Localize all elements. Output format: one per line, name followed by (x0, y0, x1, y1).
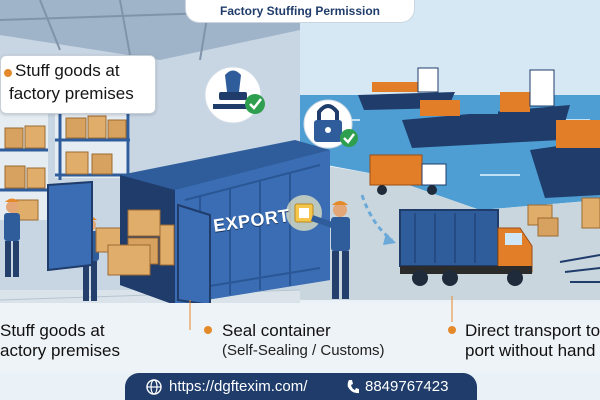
step-2-caption-line-1: Seal container (222, 321, 331, 340)
seal-tag-icon (286, 195, 322, 231)
step-1-caption: Stuff goods at actory premises (0, 321, 120, 361)
worker-figure (311, 201, 350, 299)
truck-icon (399, 209, 533, 286)
phone-number[interactable]: 8849767423 (365, 378, 449, 395)
step-3-caption-line-2: port without hand (465, 341, 596, 360)
step-1-line-2: factory premises (9, 84, 134, 103)
bullet-dot (448, 326, 456, 334)
step-3-caption-line-1: Direct transport to (465, 321, 600, 340)
step-1-callout-text: Stuff goods at factory premises (9, 59, 155, 105)
step-1-caption-line-1: Stuff goods at (0, 321, 105, 340)
step-callout: Stuff goods at factory premises (0, 55, 156, 114)
bullet-dot (204, 326, 212, 334)
step-3-caption: Direct transport to port without hand (465, 321, 600, 361)
padlock-icon (303, 99, 353, 149)
check-icon (340, 129, 358, 147)
step-1-caption-line-2: actory premises (0, 341, 120, 360)
check-icon (245, 94, 265, 114)
bullet-dot (4, 69, 12, 77)
step-2-caption-line-2: (Self-Sealing / Customs) (222, 342, 385, 359)
step-1-line-1: Stuff goods at (15, 61, 120, 80)
truck-icon (369, 154, 447, 195)
container-ship-icon (402, 69, 570, 148)
arrow-icon (360, 194, 396, 245)
step-2-caption: Seal container (Self-Sealing / Customs) (222, 321, 385, 361)
website-link[interactable]: https://dgftexim.com/ (169, 378, 308, 395)
globe-icon (146, 379, 162, 395)
shipping-container (47, 140, 330, 307)
contact-footer: https://dgftexim.com/ 8849767423 (125, 373, 477, 400)
phone-icon (347, 380, 359, 394)
container-ship-icon (530, 120, 600, 198)
worker-figure (4, 198, 20, 277)
page-title: Factory Stuffing Permission (185, 0, 415, 23)
